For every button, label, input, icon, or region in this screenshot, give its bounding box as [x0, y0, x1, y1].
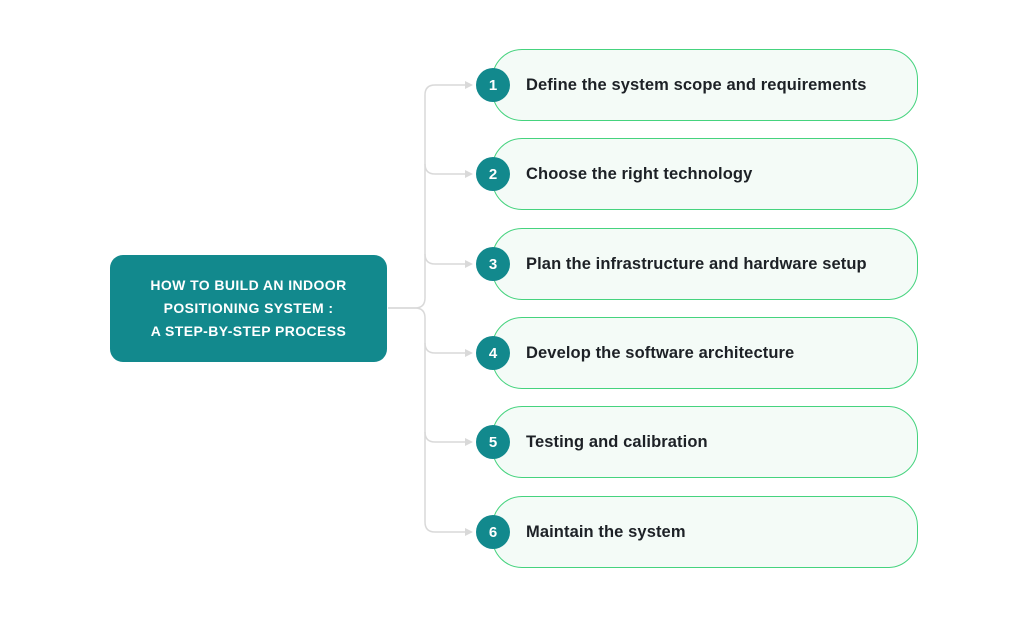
connector-branch-5 — [424, 431, 466, 443]
step-number-badge: 3 — [476, 247, 510, 281]
arrowhead-icon — [465, 528, 473, 536]
step-number-badge: 5 — [476, 425, 510, 459]
step-node-6: 6 Maintain the system — [476, 496, 918, 568]
connector-path-up — [388, 84, 466, 309]
connector-path-down — [388, 307, 466, 533]
step-node-1: 1 Define the system scope and requiremen… — [476, 49, 918, 121]
step-label: Develop the software architecture — [526, 343, 795, 362]
connector-branch-4 — [424, 342, 466, 354]
step-label: Define the system scope and requirements — [526, 75, 867, 94]
root-title-line: HOW TO BUILD AN INDOOR — [150, 277, 347, 293]
arrowhead-icon — [465, 81, 473, 89]
step-node-2: 2 Choose the right technology — [476, 138, 918, 210]
step-number-badge: 4 — [476, 336, 510, 370]
arrowhead-icon — [465, 438, 473, 446]
step-node-3: 3 Plan the infrastructure and hardware s… — [476, 228, 918, 300]
arrowhead-icon — [465, 170, 473, 178]
step-node-5: 5 Testing and calibration — [476, 406, 918, 478]
root-title: HOW TO BUILD AN INDOOR POSITIONING SYSTE… — [150, 274, 346, 343]
arrowhead-icon — [465, 260, 473, 268]
root-title-line: POSITIONING SYSTEM : — [163, 300, 334, 316]
root-node: HOW TO BUILD AN INDOOR POSITIONING SYSTE… — [110, 255, 387, 362]
step-label: Choose the right technology — [526, 164, 753, 183]
root-title-line: A STEP-BY-STEP PROCESS — [150, 323, 347, 339]
arrowhead-icon — [465, 349, 473, 357]
connector-branch-2 — [424, 163, 466, 175]
step-number-badge: 2 — [476, 157, 510, 191]
step-number-badge: 1 — [476, 68, 510, 102]
step-number-badge: 6 — [476, 515, 510, 549]
step-node-4: 4 Develop the software architecture — [476, 317, 918, 389]
step-label: Plan the infrastructure and hardware set… — [526, 254, 867, 273]
step-label: Maintain the system — [526, 522, 686, 541]
connector-branch-3 — [424, 253, 466, 265]
step-label: Testing and calibration — [526, 432, 708, 451]
